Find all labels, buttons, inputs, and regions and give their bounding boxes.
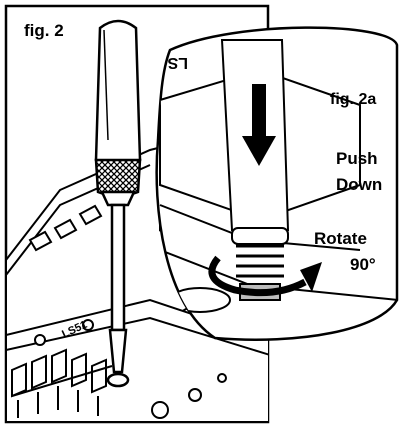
main-figure-label: fig. 2 [24,21,64,40]
terminal-block [11,348,113,418]
screwdriver [94,19,142,388]
inset-figure-panel: LS fig. 2a Push Down Rotate 90° [155,26,399,341]
push-down-arrow-icon [242,84,276,166]
part-marking-inset: LS [167,54,188,71]
degrees-label: 90° [350,255,376,274]
rotate-arrow-icon [208,255,322,297]
down-label: Down [336,175,382,194]
inset-figure-label: fig. 2a [330,91,376,108]
spring-screw [231,227,289,301]
rotate-label: Rotate [314,229,367,248]
push-label: Push [336,149,378,168]
